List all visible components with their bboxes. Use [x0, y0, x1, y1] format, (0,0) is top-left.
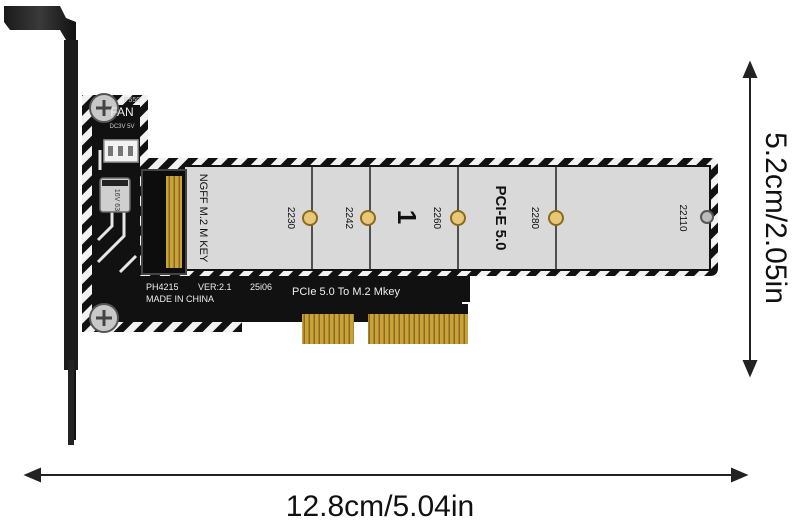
- pcie-standard-label: PCI-E 5.0: [492, 185, 509, 250]
- mount-label-2260: 2260: [431, 207, 442, 230]
- product-title: PCIe 5.0 To M.2 Mkey: [292, 286, 401, 298]
- mount-label-2242: 2242: [343, 207, 354, 230]
- metal-bracket: [4, 6, 78, 445]
- date-code-label: 25i06: [250, 282, 272, 292]
- bracket-screw-bottom: [89, 303, 119, 333]
- origin-label: MADE IN CHINA: [146, 294, 214, 304]
- height-dimension-label: 5.2cm/2.05in: [759, 132, 792, 304]
- mount-hole-22110: [700, 210, 714, 224]
- fan-label: FAN: [110, 105, 133, 119]
- pcie-edge-connector-left: [302, 312, 354, 344]
- mount-hole-2260: [450, 210, 466, 226]
- width-dimension-label: 12.8cm/5.04in: [285, 490, 475, 523]
- mount-hole-2242: [360, 210, 376, 226]
- ngff-label: NGFF M.2 M KEY: [197, 174, 209, 263]
- slot-number: 1: [392, 210, 422, 224]
- capacitor: [99, 177, 131, 213]
- mount-label-2280: 2280: [529, 207, 540, 230]
- mount-hole-2230: [302, 210, 318, 226]
- width-dimension-arrow: [23, 467, 749, 483]
- mount-holes: [302, 210, 714, 226]
- mount-label-2230: 2230: [285, 207, 296, 230]
- capacitor-marking: 16V 63: [113, 189, 120, 211]
- mount-hole-2280: [548, 210, 564, 226]
- pcb-board: [82, 95, 718, 344]
- top-marking: P550: [124, 97, 140, 104]
- mount-label-22110: 22110: [677, 204, 688, 232]
- version-label: VER:2.1: [198, 282, 232, 292]
- height-dimension-arrow: [742, 60, 758, 378]
- fan-spec-label: DC3V 5V: [109, 124, 134, 130]
- fan-header: [103, 139, 139, 163]
- pcie-edge-connector-right: [368, 312, 468, 344]
- bracket-screw-top: [89, 93, 119, 123]
- model-label: PH4215: [146, 282, 179, 292]
